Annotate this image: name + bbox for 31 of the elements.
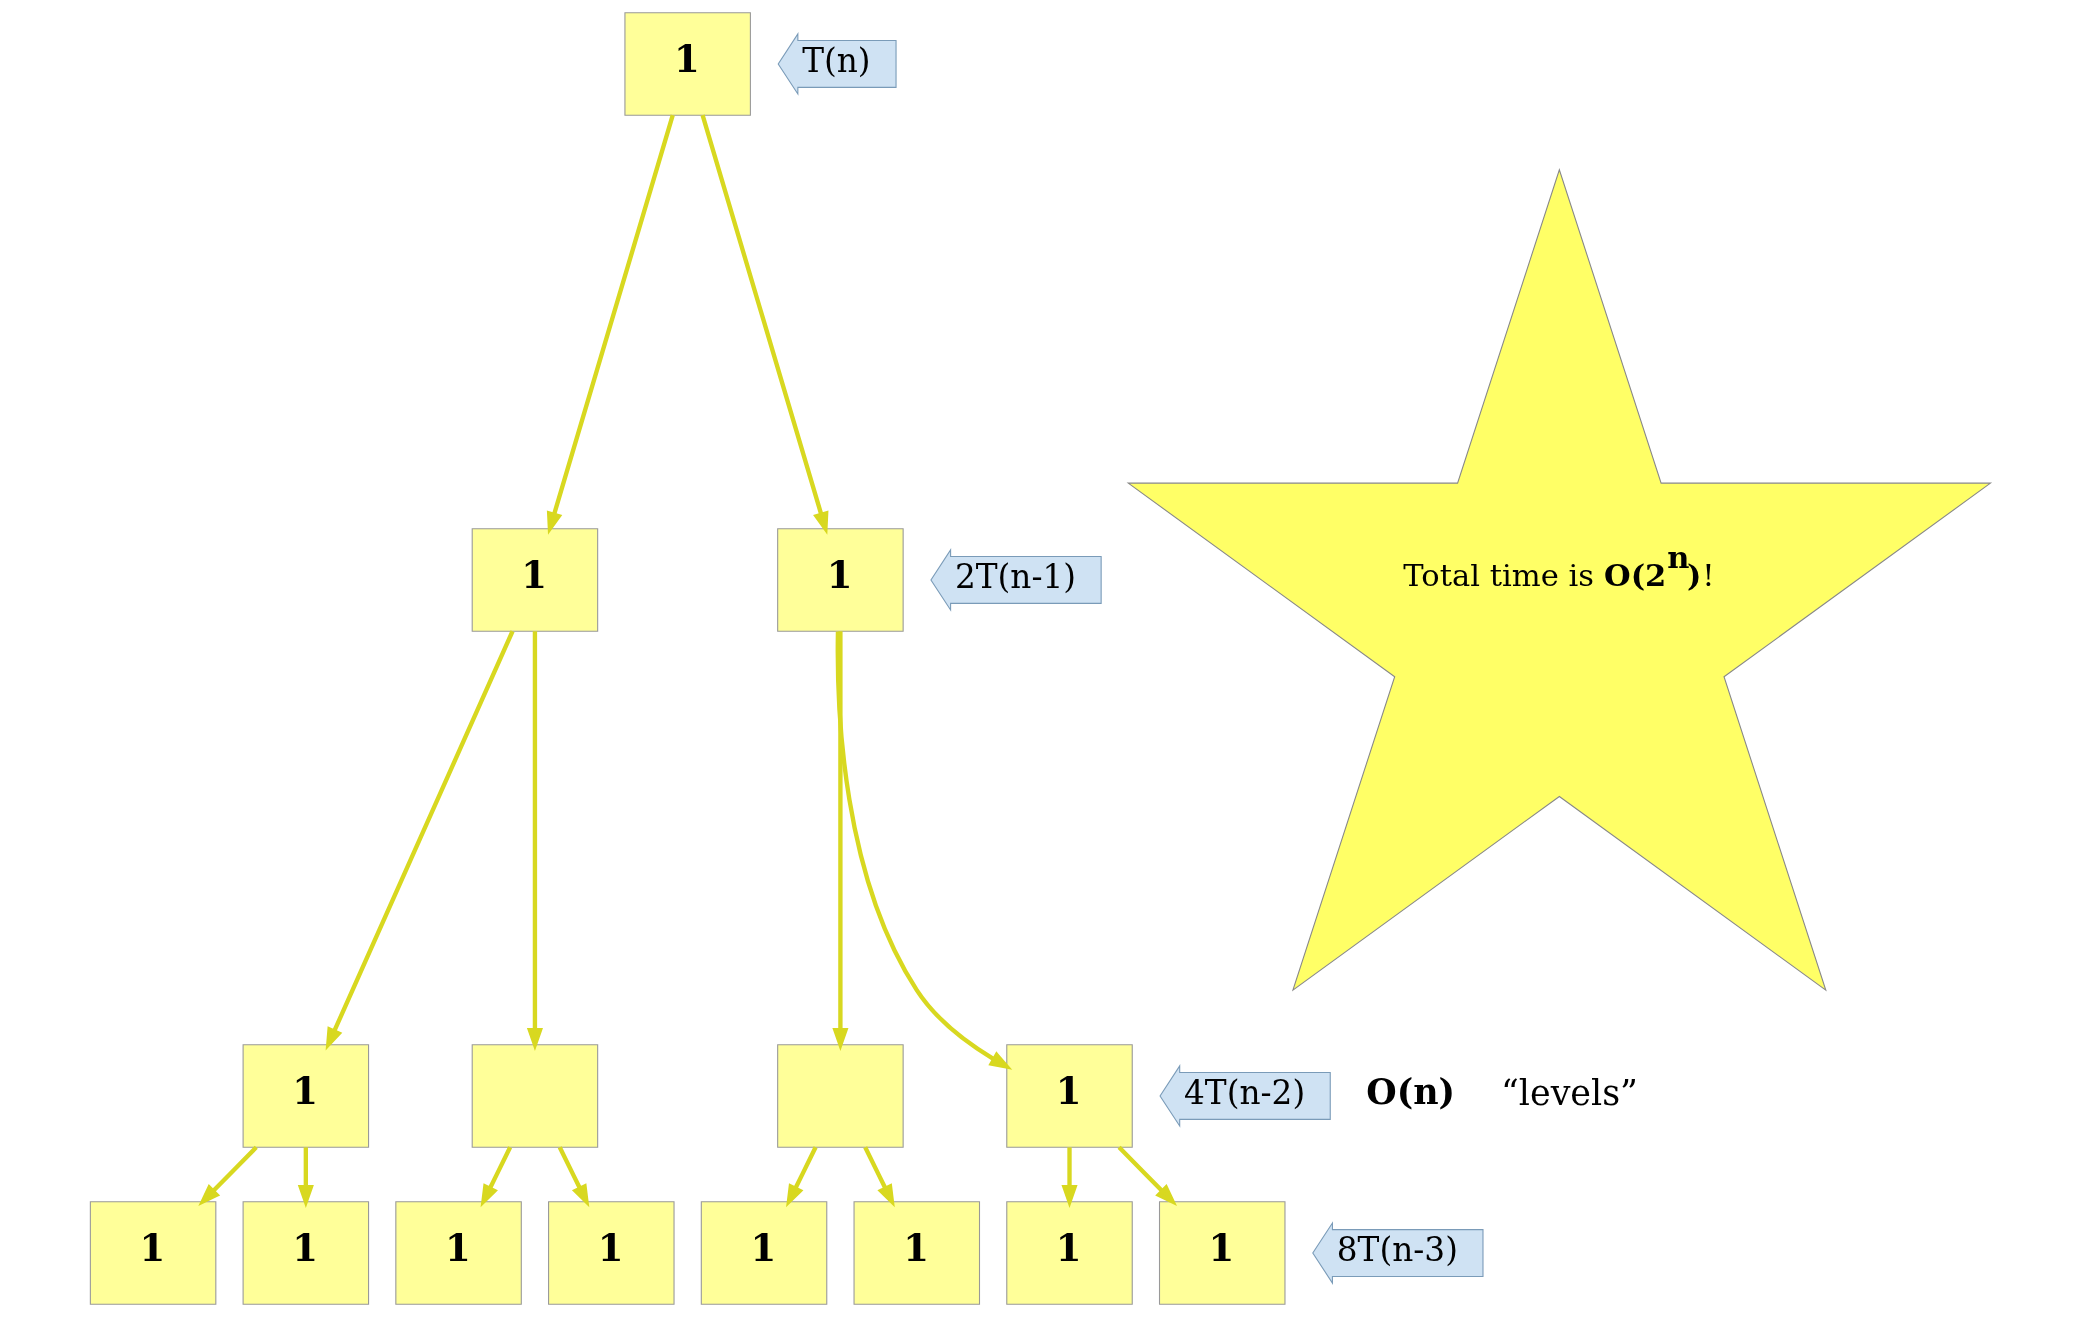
arrow: [700, 114, 828, 535]
node-box: 1: [89, 1201, 216, 1305]
arrow: [785, 1146, 818, 1208]
node-box: 1: [776, 528, 904, 632]
arrow: [325, 630, 515, 1051]
node-box: [471, 1044, 598, 1148]
label: O(n): [1365, 1070, 1455, 1112]
arrow: [862, 1146, 895, 1208]
node-box: 1: [394, 1201, 522, 1305]
node-box: 1: [1005, 1201, 1133, 1305]
arrow: [480, 1146, 512, 1208]
arrow: [526, 631, 543, 1052]
node-box: 1: [623, 12, 751, 116]
node-box: 1: [1158, 1201, 1286, 1305]
arrow: [557, 1146, 589, 1208]
arrow: [297, 1147, 314, 1208]
node-box: 1: [547, 1201, 675, 1305]
arrow: [831, 631, 848, 1052]
node-box: 1: [700, 1201, 827, 1305]
arrow: [835, 631, 1012, 1070]
arrow: [546, 114, 675, 535]
arrow: [1060, 1147, 1078, 1208]
node-box: 1: [242, 1201, 369, 1305]
node-box: [776, 1044, 904, 1148]
node-box: 1: [471, 528, 598, 632]
label: “levels”: [1500, 1072, 1638, 1113]
arrow: [197, 1145, 258, 1207]
node-box: 1: [853, 1201, 980, 1305]
node-box: 1: [1005, 1044, 1133, 1148]
arrow: [1117, 1145, 1177, 1207]
node-box: 1: [242, 1044, 369, 1148]
